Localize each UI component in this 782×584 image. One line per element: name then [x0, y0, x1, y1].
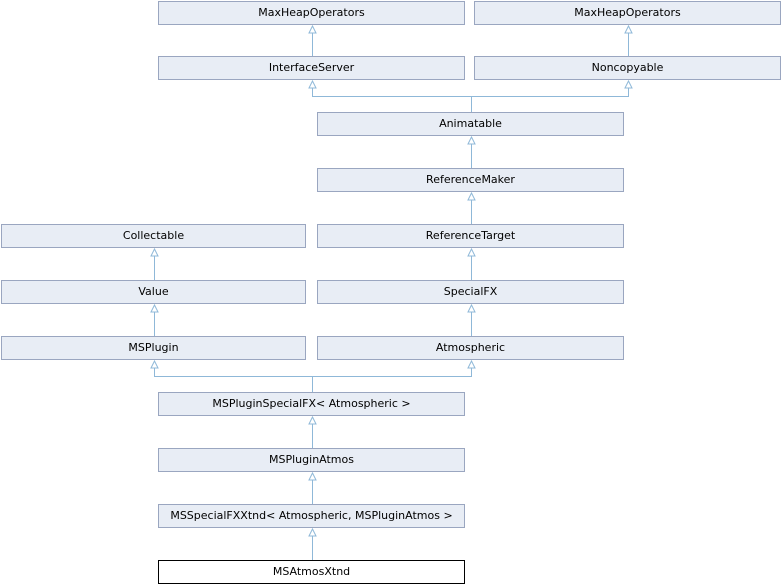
- arrowhead-reference_maker-to-animatable: [467, 135, 476, 145]
- node-reference-target[interactable]: ReferenceTarget: [317, 224, 624, 248]
- arrowhead-special_fx-to-reference_target: [467, 247, 476, 257]
- arrowhead-interface_server-to-maxheap1: [308, 24, 317, 34]
- node-msplugin-specialfx-atmospheric[interactable]: MSPluginSpecialFX< Atmospheric >: [158, 392, 465, 416]
- arrowhead-animatable-to-noncopyable: [624, 79, 633, 89]
- node-atmospheric[interactable]: Atmospheric: [317, 336, 624, 360]
- node-msplugin[interactable]: MSPlugin: [1, 336, 306, 360]
- edge-msplugin_specialfx-to-msplugin: [154, 367, 313, 392]
- arrowhead-reference_target-to-reference_maker: [467, 191, 476, 201]
- arrowhead-value-to-collectable: [150, 247, 159, 257]
- node-msplugin-atmos[interactable]: MSPluginAtmos: [158, 448, 465, 472]
- node-special-fx[interactable]: SpecialFX: [317, 280, 624, 304]
- node-maxheap-operators-1[interactable]: MaxHeapOperators: [158, 1, 465, 25]
- node-collectable[interactable]: Collectable: [1, 224, 306, 248]
- node-maxheap-operators-2[interactable]: MaxHeapOperators: [474, 1, 781, 25]
- arrowhead-msatmos_xtnd-to-msspecialfx_xtnd: [308, 527, 317, 537]
- node-noncopyable[interactable]: Noncopyable: [474, 56, 781, 80]
- arrowhead-msplugin_specialfx-to-atmospheric: [467, 359, 476, 369]
- node-interface-server[interactable]: InterfaceServer: [158, 56, 465, 80]
- arrowhead-msspecialfx_xtnd-to-msplugin_atmos: [308, 471, 317, 481]
- edge-msplugin_specialfx-to-atmospheric: [312, 367, 472, 392]
- arrowhead-msplugin_atmos-to-msplugin_specialfx: [308, 415, 317, 425]
- node-msatmos-xtnd-current: MSAtmosXtnd: [158, 560, 465, 584]
- edge-animatable-to-interface_server: [312, 87, 472, 112]
- arrowhead-msplugin_specialfx-to-msplugin: [150, 359, 159, 369]
- arrowhead-msplugin-to-value: [150, 303, 159, 313]
- node-reference-maker[interactable]: ReferenceMaker: [317, 168, 624, 192]
- arrowhead-animatable-to-interface_server: [308, 79, 317, 89]
- node-value[interactable]: Value: [1, 280, 306, 304]
- edge-animatable-to-noncopyable: [471, 87, 629, 112]
- arrowhead-atmospheric-to-special_fx: [467, 303, 476, 313]
- node-animatable[interactable]: Animatable: [317, 112, 624, 136]
- arrowhead-noncopyable-to-maxheap2: [624, 24, 633, 34]
- node-msspecialfx-xtnd[interactable]: MSSpecialFXXtnd< Atmospheric, MSPluginAt…: [158, 504, 465, 528]
